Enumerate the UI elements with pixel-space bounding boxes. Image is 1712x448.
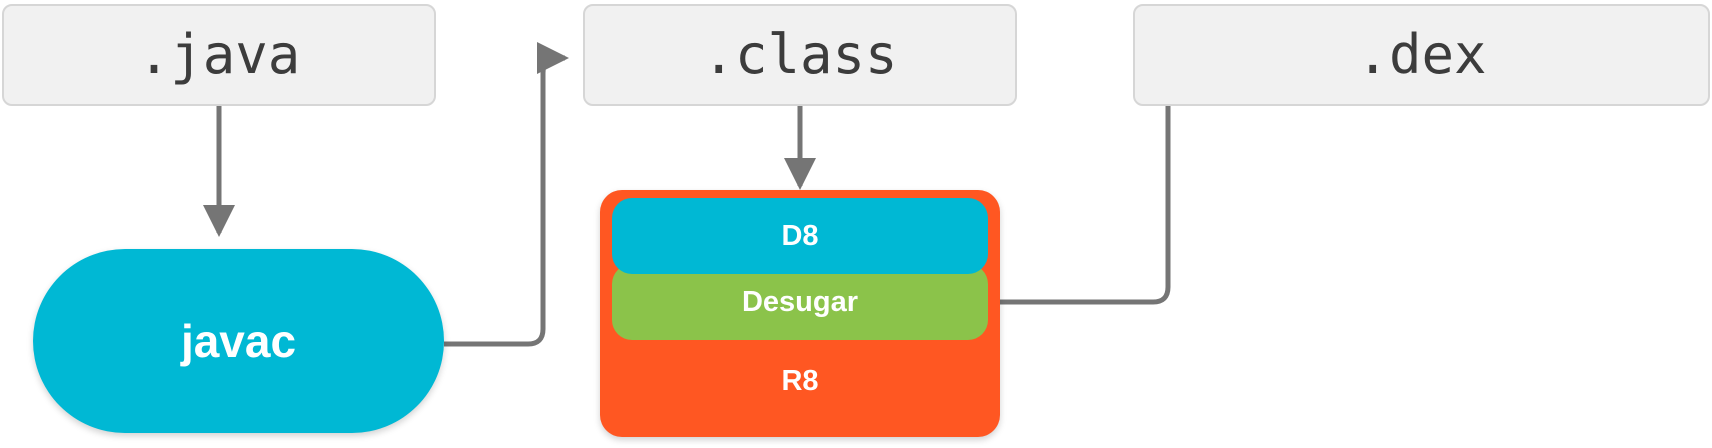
d8-label: D8 — [781, 219, 819, 252]
edge-javac-to-class — [444, 42, 570, 347]
java-file-node[interactable]: .java — [2, 4, 436, 106]
dex-file-node[interactable]: .dex — [1133, 4, 1710, 106]
javac-label: javac — [180, 315, 297, 367]
javac-node[interactable]: javac — [33, 249, 444, 433]
d8-node[interactable]: D8 — [612, 198, 988, 274]
desugar-node[interactable]: Desugar — [612, 264, 988, 340]
desugar-label: Desugar — [741, 285, 859, 318]
java-file-label: .java — [137, 23, 301, 86]
dex-file-label: .dex — [1356, 23, 1487, 86]
r8-label: R8 — [781, 365, 819, 397]
class-file-label: .class — [702, 23, 898, 86]
class-file-node[interactable]: .class — [583, 4, 1017, 106]
